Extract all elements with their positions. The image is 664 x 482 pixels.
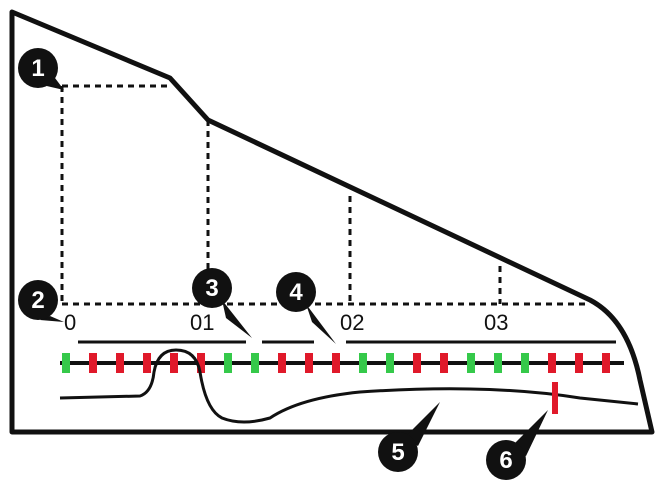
callout-4-circle [276, 272, 316, 312]
track-marker-green [224, 353, 232, 373]
measurement-curve [59, 348, 639, 424]
dotted-guides [60, 84, 590, 306]
axis-label-02: 02 [340, 310, 364, 335]
callout-2: 2 [18, 280, 64, 322]
callout-6: 6 [486, 410, 548, 480]
callout-2-circle [18, 280, 58, 320]
callout-5-circle [378, 432, 418, 472]
axis-label-01: 01 [190, 310, 214, 335]
track-marker-red [548, 353, 556, 373]
track-marker-red [170, 353, 178, 373]
track-marker-green [521, 353, 529, 373]
track-marker-red [575, 353, 583, 373]
track-marker-green [251, 353, 259, 373]
track-marker-red [602, 353, 610, 373]
callout-6-circle [486, 440, 526, 480]
callout-4: 4 [276, 272, 336, 344]
callout-3-pointer [222, 300, 252, 338]
track-marker-red [305, 353, 313, 373]
track-marker-red [278, 353, 286, 373]
track-marker-red [143, 353, 151, 373]
callout-1-label: 1 [31, 55, 44, 82]
callout-6-pointer [510, 410, 548, 456]
callout-5-pointer [404, 402, 440, 446]
callout-1: 1 [18, 48, 64, 90]
track-marker-red [413, 353, 421, 373]
axis-label-03: 03 [484, 310, 508, 335]
callout-5: 5 [378, 402, 440, 472]
track-marker-green [386, 353, 394, 373]
track-marker-green [494, 353, 502, 373]
track-marker-green [467, 353, 475, 373]
axis-label-0: 0 [64, 310, 76, 335]
track-marker-green [359, 353, 367, 373]
callout-3-circle [192, 268, 232, 308]
callout-2-pointer [40, 316, 64, 322]
callout-4-label: 4 [289, 279, 303, 306]
callout-6-label: 6 [499, 447, 512, 474]
track-marker-red [440, 353, 448, 373]
fault-marker [552, 382, 558, 414]
track-marker-red [89, 353, 97, 373]
callout-5-label: 5 [391, 439, 404, 466]
track-marker-red [332, 353, 340, 373]
callout-3-label: 3 [205, 275, 218, 302]
track-markers [62, 353, 610, 373]
callout-1-circle [18, 48, 58, 88]
track-marker-red [197, 353, 205, 373]
callout-3: 3 [192, 268, 252, 338]
callout-4-pointer [306, 304, 336, 344]
track-marker-red [116, 353, 124, 373]
track-marker-green [62, 353, 70, 373]
profile-outline [9, 9, 655, 435]
callout-2-label: 2 [31, 287, 44, 314]
